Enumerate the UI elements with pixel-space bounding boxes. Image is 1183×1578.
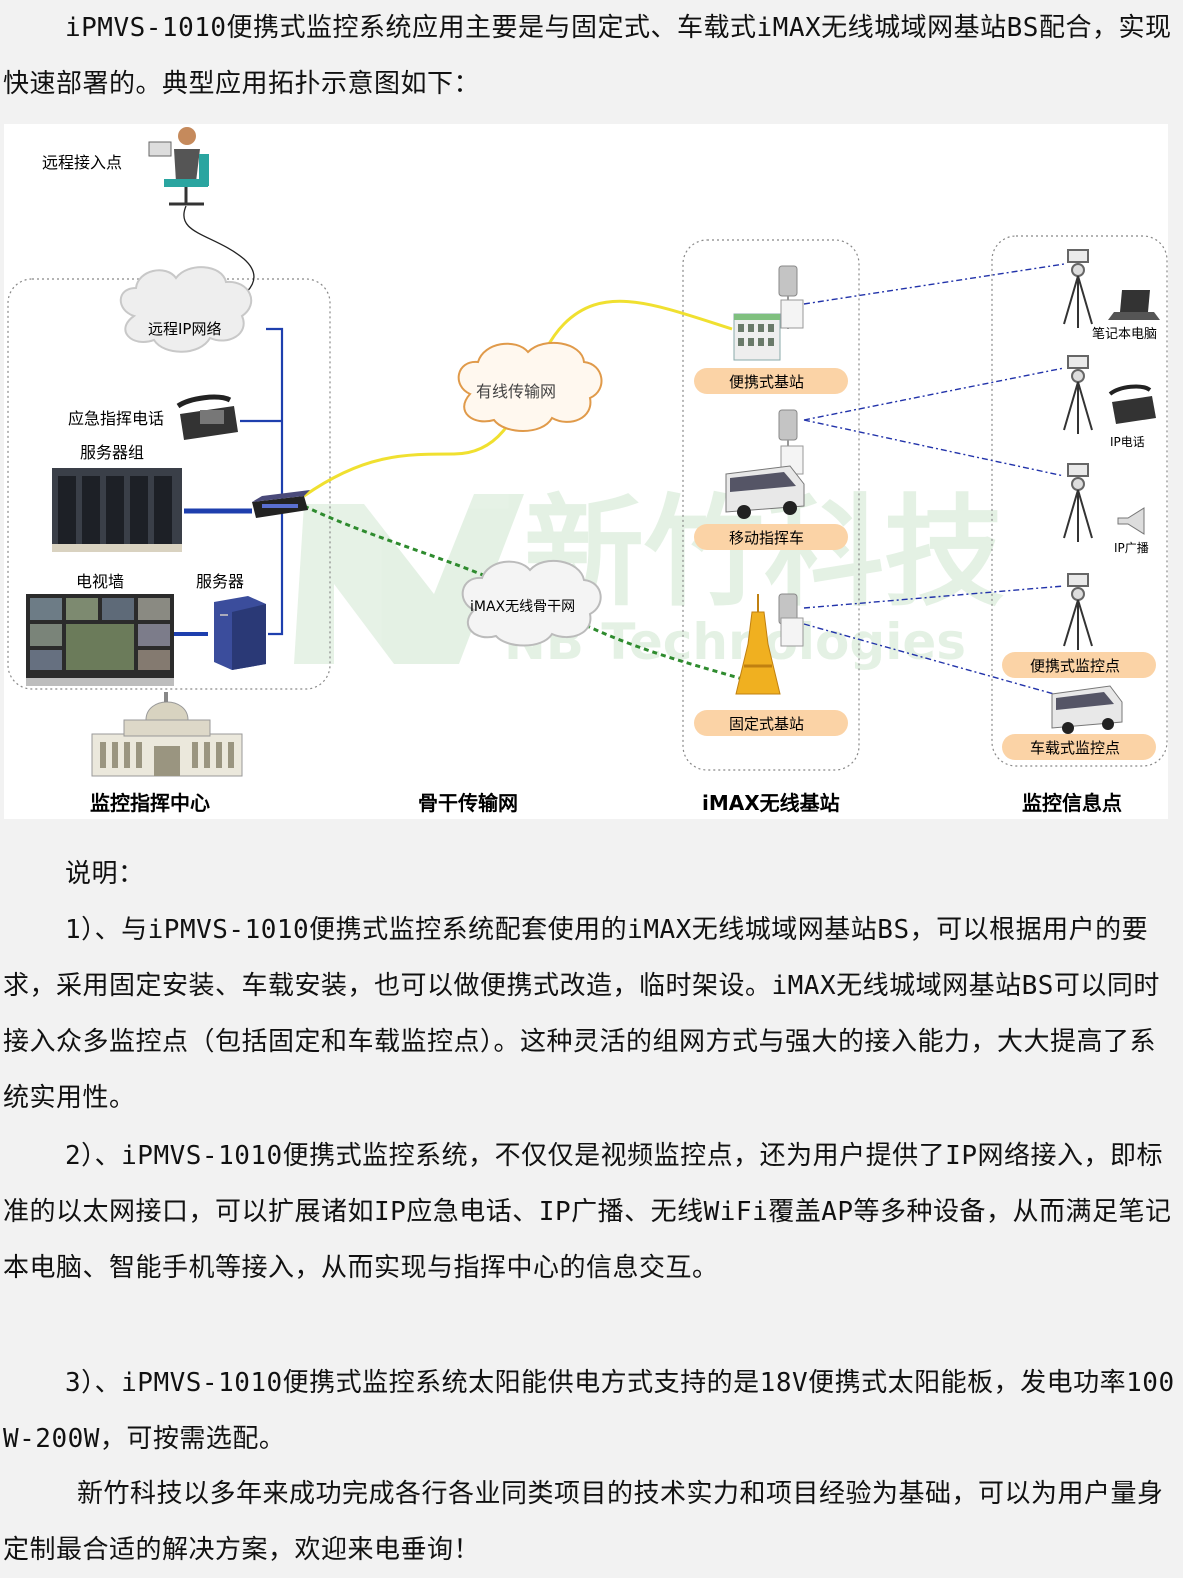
badge-portable-monitor-point: 便携式监控点 xyxy=(1002,652,1156,678)
label-portable-bs: 便携式基站 xyxy=(729,373,804,391)
badge-mobile-command-vehicle: 移动指挥车 xyxy=(694,524,848,550)
badge-portable-bs: 便携式基站 xyxy=(694,368,848,394)
wired-network-cloud xyxy=(457,341,603,432)
camera-tripod-1-icon xyxy=(1063,249,1093,328)
section-backbone: 骨干传输网 xyxy=(418,791,518,815)
ip-phone-icon xyxy=(1108,384,1156,424)
mobile-command-van-icon xyxy=(725,465,805,519)
phone-icon xyxy=(176,394,238,440)
server-icon xyxy=(214,596,266,670)
remote-ip-cloud xyxy=(119,266,253,353)
command-center-building-icon xyxy=(91,692,243,777)
notes-title: 说明： xyxy=(65,859,145,889)
section-imax-bs: iMAX无线基站 xyxy=(702,791,840,815)
label-remote-ip-network: 远程IP网络 xyxy=(148,320,221,338)
topology-diagram: 新竹科技 NB Technologies 远程接入点 远程IP网络 有线传输网 xyxy=(4,124,1168,819)
tower-portable-icon xyxy=(778,265,804,329)
label-portable-monitor-point: 便携式监控点 xyxy=(1030,657,1120,675)
vehicle-monitor-van-icon xyxy=(1051,685,1123,734)
laptop-icon xyxy=(1108,290,1160,320)
remote-access-icon xyxy=(148,127,209,206)
section-center: 监控指挥中心 xyxy=(90,791,210,815)
label-laptop: 笔记本电脑 xyxy=(1092,326,1157,342)
tower-vehicle-icon xyxy=(778,409,804,476)
watermark: 新竹科技 NB Technologies xyxy=(294,484,1004,671)
label-ip-broadcast: IP广播 xyxy=(1114,541,1149,555)
bs-group-box xyxy=(682,239,860,771)
server-racks-image xyxy=(52,468,182,552)
badge-fixed-bs: 固定式基站 xyxy=(694,710,848,736)
label-imax-backbone: iMAX无线骨干网 xyxy=(470,599,575,615)
note-paragraph-2: 2）、iPMVS-1010便携式监控系统，不仅仅是视频监控点，还为用户提供了IP… xyxy=(3,1141,1172,1283)
label-wired-network: 有线传输网 xyxy=(476,382,556,401)
info-group-box xyxy=(991,235,1168,767)
backbone-cloud xyxy=(461,560,602,647)
label-server-group: 服务器组 xyxy=(80,443,144,462)
label-ip-phone: IP电话 xyxy=(1110,435,1145,449)
label-fixed-bs: 固定式基站 xyxy=(729,715,804,733)
label-tv-wall: 电视墙 xyxy=(76,572,124,591)
eiffel-tower-icon xyxy=(735,594,781,695)
camera-tripod-4-icon xyxy=(1063,573,1093,650)
intro-paragraph: iPMVS-1010便携式监控系统应用主要是与固定式、车载式iMAX无线城域网基… xyxy=(3,13,1172,99)
label-remote-access: 远程接入点 xyxy=(42,153,122,172)
badge-vehicle-monitor-point: 车载式监控点 xyxy=(1002,734,1156,760)
label-vehicle-monitor-point: 车载式监控点 xyxy=(1030,739,1120,757)
closing-paragraph: 新竹科技以多年来成功完成各行各业同类项目的技术实力和项目经验为基础，可以为用户量… xyxy=(3,1479,1164,1565)
label-mobile-command-vehicle: 移动指挥车 xyxy=(729,529,804,547)
tv-wall-image xyxy=(26,594,174,686)
camera-tripod-3-icon xyxy=(1063,463,1093,542)
speaker-icon xyxy=(1117,507,1145,535)
label-emergency-phone: 应急指挥电话 xyxy=(68,409,164,428)
topology-svg: 新竹科技 NB Technologies 远程接入点 远程IP网络 有线传输网 xyxy=(7,127,1168,815)
note-paragraph-3: 3）、iPMVS-1010便携式监控系统太阳能供电方式支持的是18V便携式太阳能… xyxy=(3,1368,1175,1454)
note-paragraph-1: 1）、与iPMVS-1010便携式监控系统配套使用的iMAX无线城域网基站BS，… xyxy=(3,915,1160,1113)
camera-tripod-2-icon xyxy=(1063,355,1093,434)
tower-fixed-icon xyxy=(778,593,804,647)
section-info-points: 监控信息点 xyxy=(1022,791,1122,815)
wireless-links xyxy=(803,263,1065,695)
portable-bs-building-icon xyxy=(733,313,781,361)
label-server: 服务器 xyxy=(196,572,244,591)
switch-icon xyxy=(252,490,310,518)
